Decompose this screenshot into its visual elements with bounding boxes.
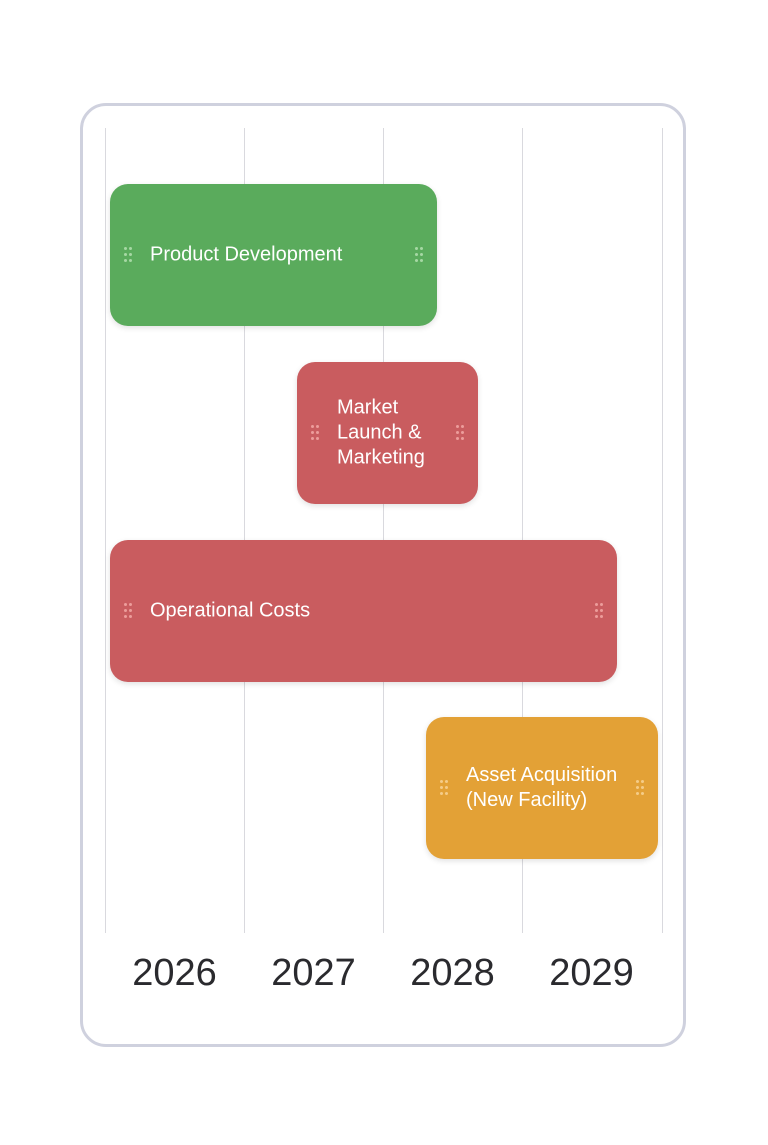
resize-handle-left-icon[interactable] [123,246,133,264]
task-label: Asset Acquisition (New Facility) [466,764,618,811]
task-bar-asset-acquisition[interactable]: Asset Acquisition (New Facility) [426,717,658,859]
gridline-2029 [522,128,523,933]
year-label-2029: 2029 [549,952,634,994]
task-bar-product-development[interactable]: Product Development [110,184,437,326]
task-label: Operational Costs [150,599,311,622]
resize-handle-left-icon[interactable] [439,779,449,797]
gridline-end [662,128,663,933]
year-label-2028: 2028 [410,952,495,994]
resize-handle-left-icon[interactable] [123,602,133,620]
task-label: Market Launch & Marketing [337,396,425,469]
gridline-2027 [244,128,245,933]
resize-handle-right-icon[interactable] [594,602,604,620]
resize-handle-right-icon[interactable] [414,246,424,264]
task-bar-market-launch[interactable]: Market Launch & Marketing [297,362,478,504]
year-label-2026: 2026 [132,952,217,994]
task-bar-operational-costs[interactable]: Operational Costs [110,540,617,682]
resize-handle-right-icon[interactable] [635,779,645,797]
resize-handle-right-icon[interactable] [455,424,465,442]
task-label: Product Development [150,243,343,266]
resize-handle-left-icon[interactable] [310,424,320,442]
gridline-2026 [105,128,106,933]
year-label-2027: 2027 [271,952,356,994]
gridline-2028 [383,128,384,933]
